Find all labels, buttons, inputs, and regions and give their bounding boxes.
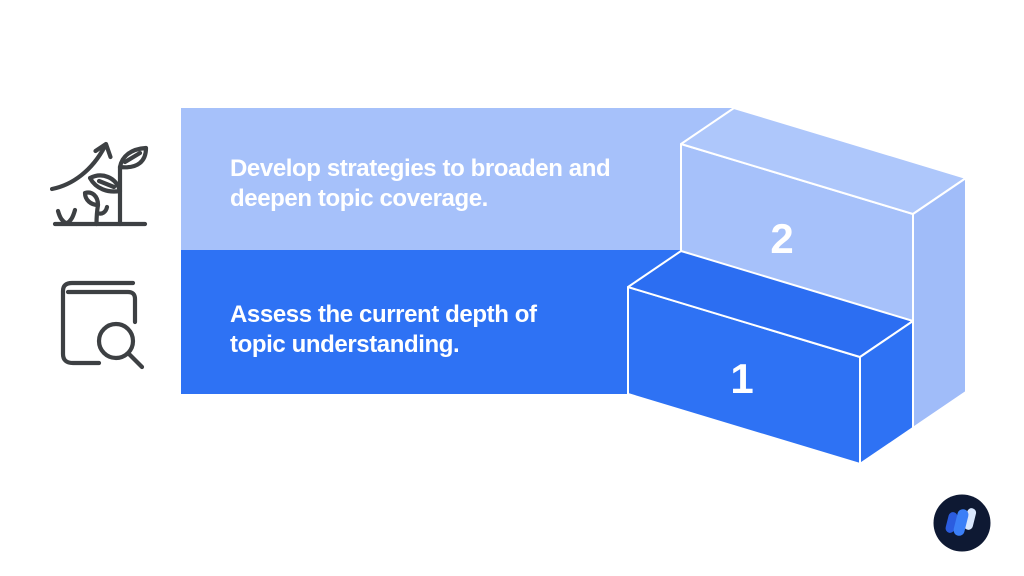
middle-leaf-vein <box>96 178 117 190</box>
grass-tuft <box>55 207 78 226</box>
small-leaf <box>82 190 101 208</box>
step-2-number: 2 <box>770 215 794 262</box>
big-leaf-vein <box>122 150 143 165</box>
magnifier-handle <box>126 351 145 370</box>
small-shoot <box>95 204 110 216</box>
growth-plant-arrow-icon <box>50 141 149 227</box>
magnifier-lens <box>96 321 136 361</box>
logo-stroke-center <box>953 509 969 536</box>
middle-leaf <box>87 173 123 194</box>
step-2-box-side <box>912 177 967 429</box>
step-1-text: Assess the current depth of topic unders… <box>230 301 537 358</box>
big-leaf <box>117 145 149 170</box>
step-1-box <box>627 250 914 465</box>
arrow-head <box>93 141 113 160</box>
step-2-text: Develop strategies to broaden and deepen… <box>230 155 611 212</box>
step-1-number: 1 <box>730 355 754 402</box>
book-page-line <box>65 289 138 325</box>
arrow-curve <box>50 143 108 192</box>
book-search-icon <box>60 280 145 370</box>
step-1-bar <box>181 250 681 394</box>
step-1-box-side <box>859 320 914 465</box>
book-cover-outline <box>60 280 136 366</box>
step-2-bar <box>181 108 734 250</box>
writesonic-logo <box>933 494 991 552</box>
